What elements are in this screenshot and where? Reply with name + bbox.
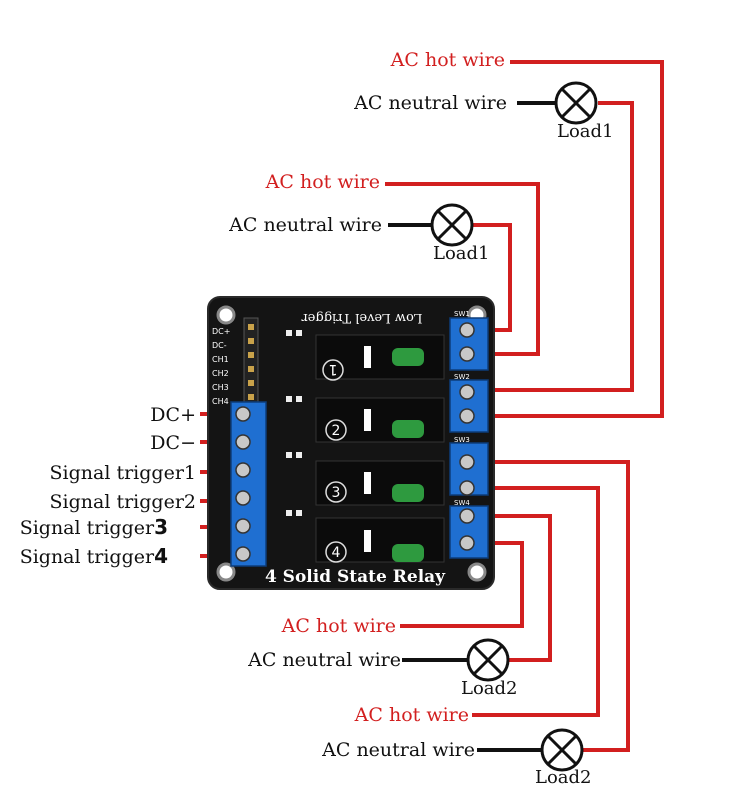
input-label-text: Signal trigger [19, 546, 155, 568]
hot-wire-a [490, 60, 664, 418]
load-label: Load1 [557, 121, 614, 142]
input-label-text: DC− [150, 432, 196, 454]
channel-number: 3 [332, 485, 341, 501]
input-label-ch4: Signal trigger4 [20, 545, 168, 568]
smd-components [286, 330, 302, 516]
load-label: Load1 [433, 243, 490, 264]
board-top-text: Low Level Trigger [301, 310, 423, 325]
input-label-text: Signal trigger2 [49, 491, 196, 513]
load-wire-d [490, 460, 630, 752]
neutral-wire-label: AC neutral wire [248, 649, 401, 671]
hot-wire-label: AC hot wire [281, 615, 396, 637]
switch-label: SW1 [454, 310, 470, 318]
relay-channel [315, 460, 445, 506]
pin-label: DC+ [212, 327, 230, 336]
output-terminal-blocks [449, 317, 489, 559]
pin-label: CH1 [212, 355, 229, 364]
pin-label: CH3 [212, 383, 229, 392]
channel-number: 2 [332, 423, 341, 439]
input-label-number: 4 [154, 544, 168, 568]
relay-channel [315, 397, 445, 443]
input-label-text: DC+ [150, 404, 196, 426]
hot-wire-label: AC hot wire [390, 49, 505, 71]
relay-channel [315, 517, 445, 563]
load-lamps [430, 81, 598, 772]
input-terminal-block [230, 401, 267, 567]
board-title: 4 Solid State Relay [265, 567, 446, 587]
input-label-text: Signal trigger1 [49, 462, 196, 484]
switch-labels: SW1 SW2 SW3 SW4 [454, 310, 470, 507]
lamp-icon [430, 203, 474, 247]
load-label: Load2 [535, 767, 592, 788]
hot-wire-b [385, 182, 540, 356]
input-label-dcminus: DC− [150, 431, 196, 454]
lamp-icon [466, 638, 510, 682]
pin-label: DC- [212, 341, 227, 350]
input-label-dcplus: DC+ [150, 403, 196, 426]
load-wire-c [490, 514, 552, 662]
lamp-icon [554, 81, 598, 125]
input-label-ch2: Signal trigger2 [50, 490, 196, 513]
switch-label: SW2 [454, 373, 470, 381]
neutral-wire-label: AC neutral wire [229, 214, 382, 236]
switch-label: SW3 [454, 436, 470, 444]
relay-channel [315, 334, 445, 381]
relay-board: Low Level Trigger 4 Solid State Relay DC… [207, 296, 495, 590]
wires [385, 60, 664, 752]
switch-label: SW4 [454, 499, 470, 507]
pin-labels: DC+ DC- CH1 CH2 CH3 CH4 [212, 327, 230, 406]
pin-label: CH2 [212, 369, 229, 378]
neutral-wire-label: AC neutral wire [322, 739, 475, 761]
pin-label: CH4 [212, 397, 229, 406]
hot-wire-d [472, 486, 600, 717]
pin-header [243, 317, 259, 405]
input-label-number: 3 [154, 515, 168, 539]
relay-channels [315, 334, 445, 563]
input-label-text: Signal trigger [19, 517, 155, 539]
input-label-ch3: Signal trigger3 [20, 516, 168, 539]
load-wire-a [490, 101, 634, 392]
hot-wire-label: AC hot wire [265, 171, 380, 193]
channel-number: 1 [329, 361, 338, 377]
load-wire-b [472, 223, 512, 332]
channel-number: 4 [332, 545, 341, 561]
input-label-ch1: Signal trigger1 [50, 461, 196, 484]
lamp-icon [540, 728, 584, 772]
hot-wire-c [400, 541, 524, 628]
channel-numbers: 1 2 3 4 [329, 361, 341, 561]
neutral-wire-label: AC neutral wire [354, 92, 507, 114]
load-label: Load2 [461, 678, 518, 699]
hot-wire-label: AC hot wire [354, 704, 469, 726]
